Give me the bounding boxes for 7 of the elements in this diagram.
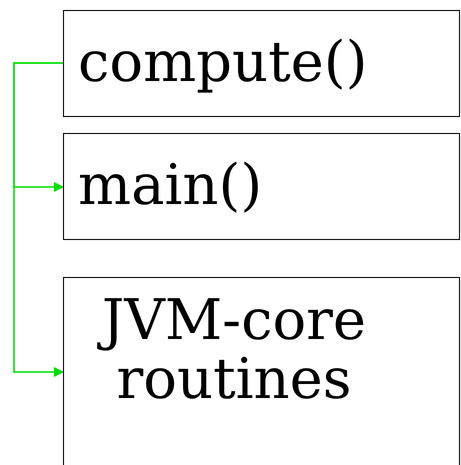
- function-name: main(): [77, 157, 262, 216]
- function-box: [63, 277, 460, 465]
- function-name: JVM-core routines: [64, 278, 404, 410]
- function-name: compute(): [77, 34, 368, 93]
- function-box: [63, 133, 460, 240]
- function-box: [63, 10, 460, 117]
- arrow: [13, 62, 64, 377]
